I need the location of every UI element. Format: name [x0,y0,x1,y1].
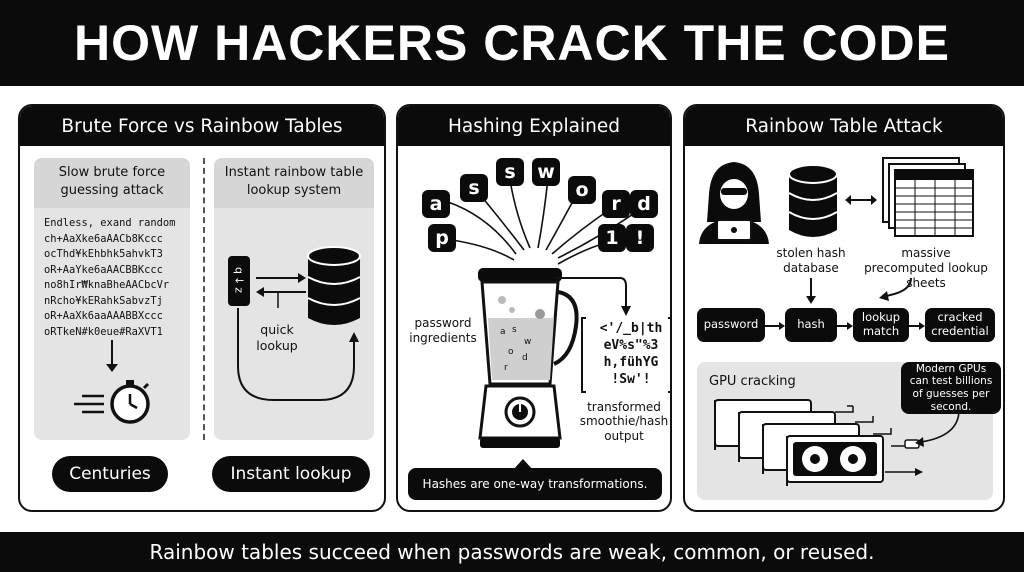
rainbow-title: Instant rainbow table lookup system [224,165,364,198]
blended-letters: a s w o d r [498,322,548,378]
stopwatch-icon [74,340,150,424]
flow-step: cracked credential [925,308,995,342]
panel-header: Rainbow Table Attack [685,106,1003,146]
letter-tile: s [460,174,488,202]
hash-output-label: transformed smoothie/hash output [579,400,669,443]
brute-force-title: Slow brute force guessing attack [58,165,166,198]
hacker-icon [699,162,769,244]
lookup-sheets-label: massive precomputed lookup sheets [864,246,988,290]
hash-key-icon: q↓z [228,256,250,306]
callout-pointer [513,459,533,470]
flow-arrows [765,322,925,330]
letter-tile: a [422,190,450,218]
blended-letter: w [524,337,532,347]
flow-step: hash [785,308,837,342]
database-icon [307,246,361,325]
hash-output: <'/_b|th eV%s"%3 h,fühYG !Sw'! [588,320,670,388]
blended-letter: a [500,327,506,337]
flow-step: password [697,308,765,342]
letter-tile: o [568,176,596,204]
footer-text: Rainbow tables succeed when passwords ar… [149,540,875,564]
flow-step: lookup match [853,308,909,342]
flow-connectors [806,277,912,304]
brute-force-header-bg [34,158,190,208]
guess-line: oR+AaYke6aAACBBKccc [44,263,163,276]
blended-letter: r [504,363,508,373]
letter-tile: 1 [598,224,626,252]
quick-lookup-label: quick lookup [256,322,298,353]
panel-header: Brute Force vs Rainbow Tables [20,106,384,146]
instant-lookup-pill: Instant lookup [212,456,370,492]
panel-header: Hashing Explained [398,106,670,146]
hash-line: !Sw'! [611,372,651,387]
letter-tile: s [496,158,524,186]
letter-tile: d [630,190,658,218]
panel-brute-force: Brute Force vs Rainbow Tables Slow brute… [18,104,386,512]
page-title: HOW HACKERS CRACK THE CODE [74,15,950,71]
lookup-arrows [237,273,359,401]
letter-tile: p [428,224,456,252]
guess-line: Endless, exand random [44,217,176,229]
database-icon [788,164,838,237]
blender-icon [478,268,579,448]
gpu-card-icon [714,399,923,486]
panel-hashing: Hashing Explained a s s w o r d p 1 ! [396,104,672,512]
rainbow-header-bg [214,158,374,208]
stolen-db-label: stolen hash database [776,246,846,275]
panel-rainbow-attack: Rainbow Table Attack [683,104,1005,512]
footer-bar: Rainbow tables succeed when passwords ar… [0,532,1024,572]
guess-line: ocThd¥kEhbhk5ahvkT3 [44,248,163,260]
ingredients-label: password ingredients [409,316,477,345]
double-arrow-icon [845,195,877,205]
random-guess-list: Endless, exand random ch+AaXke6aAACb8Kcc… [44,216,188,340]
hash-line: <'/_b|th [599,321,663,336]
panel-heading: Rainbow Table Attack [745,115,943,137]
letter-tile: r [602,190,630,218]
guess-line: nRcho¥kERahkSabvzTj [44,294,163,307]
hash-key-label: q↓z [232,267,246,295]
blended-letter: o [508,347,514,357]
title-bar: HOW HACKERS CRACK THE CODE [0,0,1024,86]
letter-tile: w [532,158,560,186]
hash-line: h,fühYG [603,355,659,370]
panel-heading: Hashing Explained [448,115,620,137]
output-arrow [556,277,631,316]
gpu-callout: Modern GPUs can test billions of guesses… [901,362,1001,414]
guess-line: no8hIr₩knaBheAACbcVr [44,279,170,291]
guess-line: ch+AaXke6aAACb8Kccc [44,232,163,245]
spreadsheet-icon [882,157,974,237]
centuries-pill: Centuries [52,456,168,492]
callout-connector [915,409,960,447]
gpu-label: GPU cracking [709,374,796,389]
blended-letter: d [522,353,528,363]
letter-tile: ! [626,224,654,252]
divider [203,158,205,440]
hash-brackets [581,317,670,393]
guess-line: oR+AaXk6aaAAABBXccc [44,310,163,322]
hash-line: eV%s"%3 [603,338,659,353]
one-way-callout: Hashes are one-way transformations. [408,468,662,500]
panel-heading: Brute Force vs Rainbow Tables [61,115,343,137]
guess-line: oRTkeN#k0eue#RaXVT1 [44,325,163,338]
blended-letter: s [512,325,517,335]
